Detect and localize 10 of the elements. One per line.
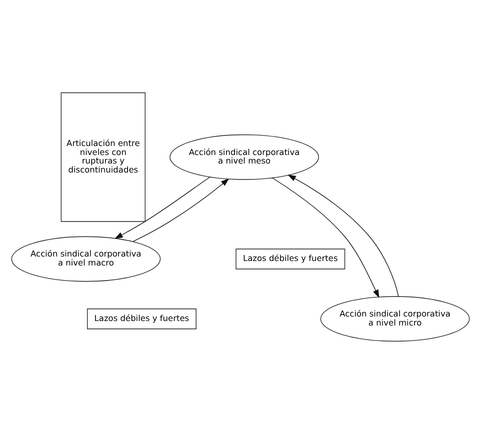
node-ellipse: Acción sindical corporativa a nivel macro bbox=[11, 236, 161, 282]
arrow bbox=[272, 177, 380, 298]
node-ellipse: Acción sindical corporativa a nivel micro bbox=[320, 296, 470, 342]
node-box: Lazos débiles y fuertes bbox=[87, 308, 196, 329]
arrow bbox=[288, 174, 399, 296]
node-ellipse: Acción sindical corporativa a nivel meso bbox=[170, 134, 319, 180]
node-box: Lazos débiles y fuertes bbox=[236, 248, 346, 269]
arrow bbox=[114, 176, 210, 238]
node-box: Articulación entre niveles con rupturas y discontinuidades bbox=[60, 92, 146, 222]
arrow bbox=[132, 178, 230, 242]
